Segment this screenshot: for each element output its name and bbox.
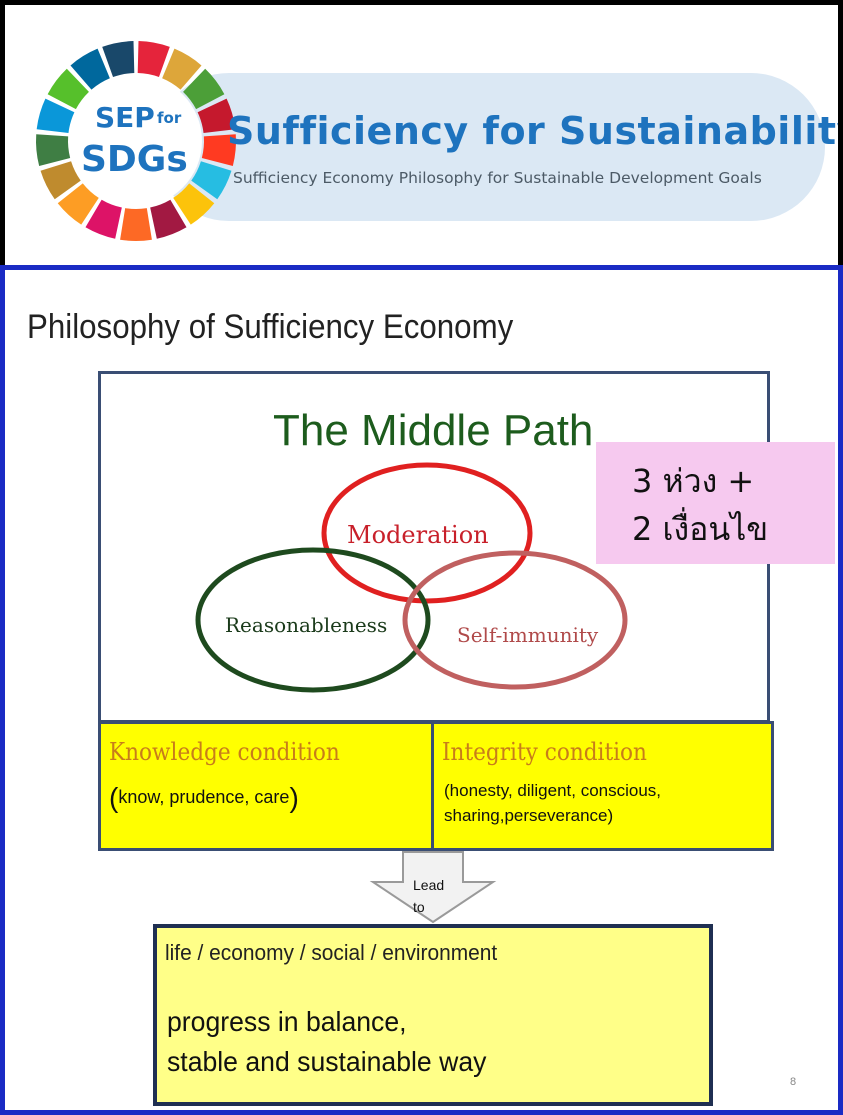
venn-diagram: Moderation Reasonableness Self-immunity bbox=[195, 462, 628, 693]
thai-note-line1: 3 ห่วง + bbox=[632, 462, 755, 500]
sdg-wheel-segment bbox=[191, 161, 232, 200]
thai-note-line2: 2 เงื่อนไข bbox=[632, 510, 769, 548]
integrity-condition-title: Integrity condition bbox=[442, 738, 647, 766]
sdg-wheel-segment bbox=[150, 199, 187, 239]
banner-subtitle: Sufficiency Economy Philosophy for Susta… bbox=[233, 169, 762, 187]
label-reasonableness: Reasonableness bbox=[225, 613, 387, 637]
sdg-wheel-segment bbox=[183, 68, 225, 110]
header-banner: SEP for SDGs Sufficiency for Sustainabil… bbox=[0, 0, 843, 265]
sdg-wheel-segment bbox=[137, 41, 170, 77]
sdg-wheel-segment bbox=[162, 48, 202, 90]
sdg-wheel-segment bbox=[201, 134, 236, 166]
result-domains: life / economy / social / environment bbox=[165, 940, 498, 965]
logo-for: for bbox=[157, 109, 182, 127]
page-number: 8 bbox=[790, 1076, 797, 1088]
integrity-condition-box: Integrity condition (honesty, diligent, … bbox=[431, 721, 774, 851]
result-box: life / economy / social / environment pr… bbox=[153, 924, 713, 1106]
down-arrow-icon bbox=[369, 851, 497, 924]
banner-title: Sufficiency for Sustainability bbox=[227, 109, 843, 153]
sdg-wheel-segment bbox=[173, 183, 215, 225]
sdg-wheel-segment bbox=[36, 98, 75, 134]
knowledge-condition-box: Knowledge condition (know, prudence, car… bbox=[98, 721, 434, 851]
result-outcome: progress in balance, stable and sustaina… bbox=[167, 1006, 487, 1077]
knowledge-condition-title: Knowledge condition bbox=[109, 738, 340, 766]
slide: Philosophy of Sufficiency Economy The Mi… bbox=[0, 265, 843, 1115]
sdg-wheel-segment bbox=[47, 68, 89, 110]
sdg-wheel-segment bbox=[70, 48, 110, 90]
arrow-label: Lead to bbox=[413, 877, 445, 915]
label-moderation: Moderation bbox=[347, 521, 489, 549]
integrity-condition-text: (honesty, diligent, conscious, sharing,p… bbox=[444, 781, 662, 825]
thai-note-box: 3 ห่วง + 2 เงื่อนไข bbox=[596, 442, 835, 564]
slide-title: Philosophy of Sufficiency Economy bbox=[27, 308, 514, 346]
circle-reasonableness bbox=[195, 547, 431, 693]
logo-sep: SEP bbox=[95, 101, 155, 134]
circle-self-immunity bbox=[402, 550, 628, 690]
sdg-wheel-segment bbox=[120, 208, 152, 241]
sdg-wheel-segment bbox=[85, 199, 122, 239]
knowledge-condition-text: (know, prudence, care) bbox=[109, 782, 299, 813]
banner-band bbox=[155, 73, 825, 221]
sdg-wheel-segment bbox=[57, 183, 99, 225]
sdg-wheel-segment bbox=[40, 161, 81, 200]
knowledge-items: know, prudence, care bbox=[118, 787, 290, 807]
sdg-wheel-logo: SEP for SDGs bbox=[36, 41, 236, 241]
logo-sdgs: SDGs bbox=[81, 139, 188, 180]
sdg-wheel-segment bbox=[36, 134, 71, 166]
sdg-wheel-segment bbox=[197, 98, 236, 134]
label-self-immunity: Self-immunity bbox=[457, 623, 599, 647]
middle-path-title: The Middle Path bbox=[273, 406, 594, 455]
sdg-wheel-segment bbox=[102, 41, 135, 77]
circle-moderation bbox=[321, 462, 533, 604]
